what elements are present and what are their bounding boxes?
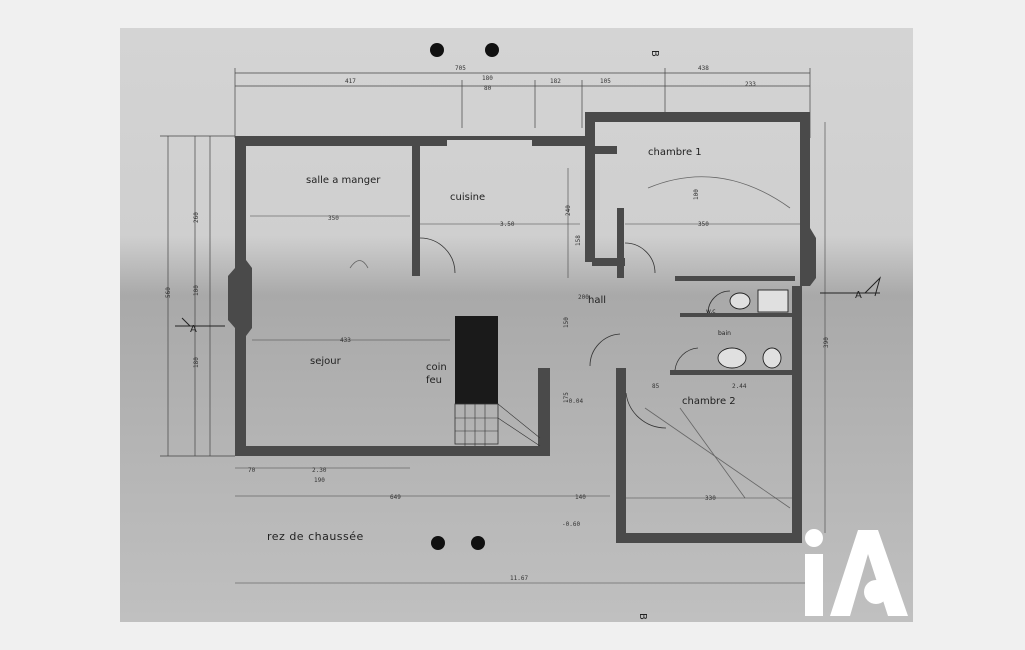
section-label-a-left: A [190, 324, 197, 335]
dim-240: 240 [565, 205, 572, 216]
bathroom-fixtures [717, 289, 789, 369]
room-label-hall: hall [588, 295, 606, 306]
dim-right-390: 390 [823, 337, 830, 348]
room-label-coin: coin [426, 362, 447, 373]
room-label-wc: w.c [706, 308, 716, 315]
room-label-salle-a-manger: salle a manger [306, 175, 381, 186]
dim-004: -0.04 [565, 398, 583, 405]
section-label-b-bottom: B [637, 613, 648, 620]
dim-350a: 350 [328, 215, 339, 222]
dim-330: 330 [705, 495, 716, 502]
door-swings [419, 237, 731, 429]
left-dimension-lines [160, 135, 235, 457]
section-marker-a-right [820, 276, 881, 297]
plan-title: rez de chaussée [267, 530, 364, 543]
dim-158: 158 [575, 235, 582, 246]
interior-dimension-lines [235, 122, 826, 584]
dim-left-260: 260 [193, 212, 200, 223]
floor-plan-drawing: 705 417 180 80 182 105 438 233 560 260 1… [160, 43, 881, 620]
dim-150: 150 [563, 317, 570, 328]
dim-85: 85 [652, 383, 660, 390]
punch-hole [430, 43, 444, 57]
section-marker-a-left [175, 317, 225, 327]
dim-top-105: 105 [600, 78, 611, 85]
punch-hole [471, 536, 485, 550]
staircase [454, 316, 541, 447]
dim-top-417: 417 [345, 78, 356, 85]
section-label-b-top: B [649, 50, 660, 57]
dim-left-100: 100 [193, 285, 200, 296]
section-label-a-right: A [855, 290, 862, 301]
dim-top-438: 438 [698, 65, 709, 72]
dim-140: 140 [575, 494, 586, 501]
dim-top-180: 180 [482, 75, 493, 82]
dim-left-180: 180 [193, 357, 200, 368]
room-label-bain: bain [718, 330, 731, 337]
dim-200: 200 [578, 294, 589, 301]
handwritten-marks [349, 176, 791, 509]
dim-top-80: 80 [484, 85, 492, 92]
dim-top-182: 182 [550, 78, 561, 85]
dim-350c: 350 [698, 221, 709, 228]
dim-100: 100 [693, 189, 700, 200]
dim-left-560: 560 [165, 287, 172, 298]
dim-433: 433 [340, 337, 351, 344]
room-label-feu: feu [426, 375, 442, 386]
room-label-chambre1: chambre 1 [648, 147, 702, 158]
dim-top-233: 233 [745, 81, 756, 88]
punch-hole [431, 536, 445, 550]
dim-1167: 11.67 [510, 575, 528, 582]
exterior-walls [228, 112, 816, 543]
dim-top-total: 705 [455, 65, 466, 72]
room-label-sejour: sejour [310, 356, 342, 367]
dim-060: -0.60 [562, 521, 580, 528]
dim-649: 649 [390, 494, 401, 501]
dim-70: 70 [248, 467, 256, 474]
ia-logo [805, 529, 908, 616]
top-dimension-lines [234, 68, 811, 138]
dim-230: 2.30 [312, 467, 327, 474]
dim-350b: 3.50 [500, 221, 515, 228]
punch-hole [485, 43, 499, 57]
dim-175: 175 [563, 392, 570, 403]
floor-plan-sheet: 705 417 180 80 182 105 438 233 560 260 1… [120, 28, 913, 622]
room-label-cuisine: cuisine [450, 192, 485, 203]
dim-190: 190 [314, 477, 325, 484]
dim-244: 2.44 [732, 383, 747, 390]
room-label-chambre2: chambre 2 [682, 396, 736, 407]
